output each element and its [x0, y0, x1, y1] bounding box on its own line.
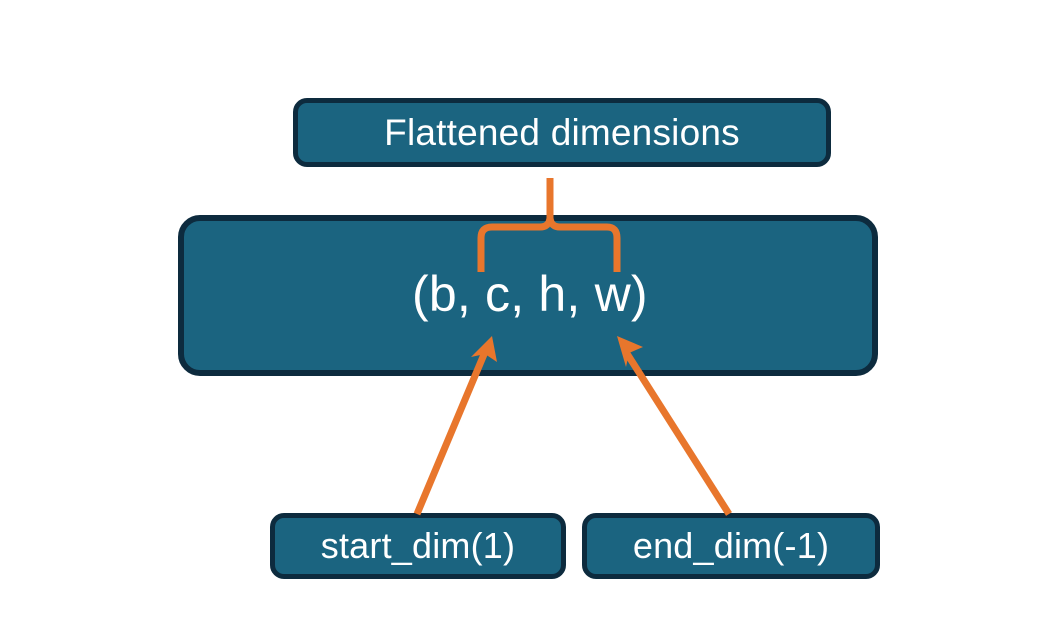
end-dim-label: end_dim(-1) — [632, 525, 830, 566]
start-dim-label: start_dim(1) — [320, 525, 516, 566]
flattened-dimensions-box: Flattened dimensions — [293, 98, 831, 167]
flattened-dimensions-label: Flattened dimensions — [384, 111, 740, 153]
end-dim-box: end_dim(-1) — [582, 513, 880, 579]
start-dim-box: start_dim(1) — [270, 513, 566, 579]
tensor-shape-box: (b, c, h, w) — [178, 215, 878, 376]
tensor-shape-label: (b, c, h, w) — [412, 266, 648, 322]
